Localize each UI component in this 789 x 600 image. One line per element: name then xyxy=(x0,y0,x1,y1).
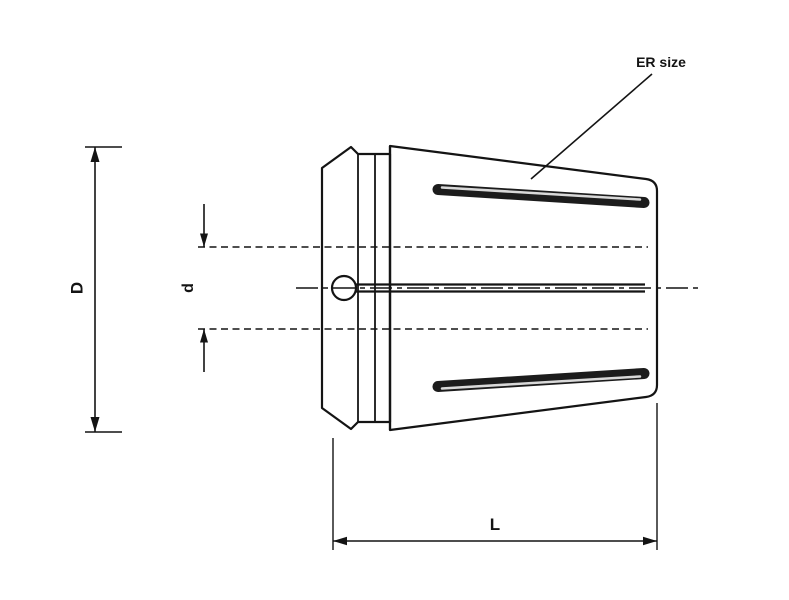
er-size-leader-line xyxy=(530,73,653,180)
dimension-D: D xyxy=(67,146,122,433)
dimension-d: d xyxy=(180,204,208,372)
er-size-label: ER size xyxy=(636,54,686,70)
upper-slot xyxy=(432,184,650,208)
dimension-L: L xyxy=(332,403,658,550)
dim-D-label: D xyxy=(67,282,86,294)
dim-L-label: L xyxy=(490,515,500,534)
dim-d-arrow-down xyxy=(200,233,208,247)
er-size-callout: ER size xyxy=(530,54,686,180)
lower-slot xyxy=(432,368,650,392)
dim-D-arrow-up xyxy=(90,147,100,162)
dim-d-arrow-up xyxy=(200,329,208,343)
dim-L-arrow-right xyxy=(643,536,657,546)
lower-slot-highlight xyxy=(440,375,642,390)
dim-d-label: d xyxy=(180,283,197,293)
collet-body xyxy=(198,144,700,432)
dim-D-arrow-down xyxy=(90,417,100,432)
dim-L-arrow-left xyxy=(333,536,347,546)
collet-cone-body xyxy=(388,144,659,432)
upper-slot-highlight xyxy=(440,186,642,201)
bore-hole-circle xyxy=(330,274,358,302)
